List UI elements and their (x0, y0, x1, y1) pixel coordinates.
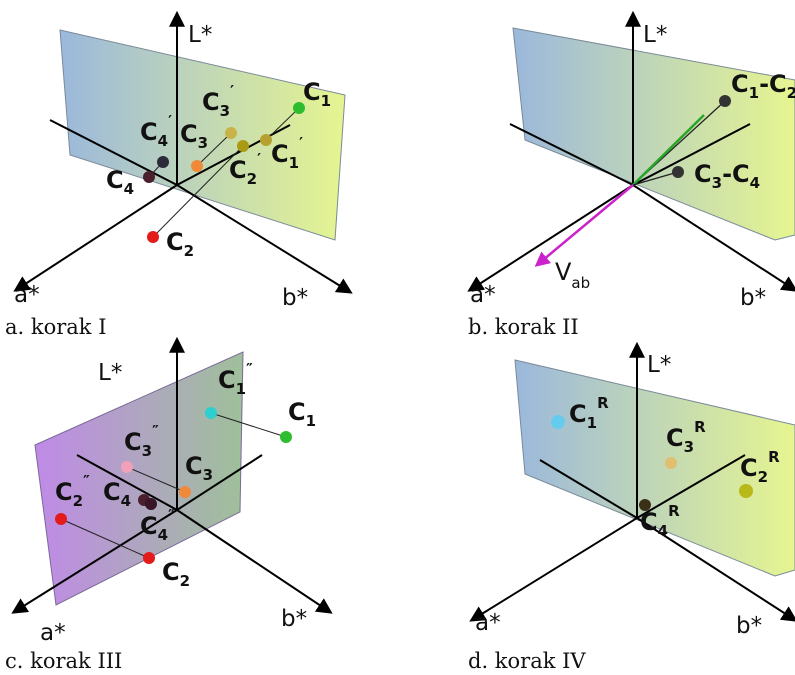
line-c34 (632, 171, 679, 186)
label-c1-prime: C1′ (271, 134, 303, 172)
axis-L-label-a: L* (188, 22, 212, 48)
axis-a-d (469, 517, 638, 622)
point-c1-c (280, 431, 292, 443)
proj-line-c1 (265, 107, 300, 141)
point-c3-dbl (121, 461, 133, 473)
point-c4-prime (157, 156, 169, 168)
label-c3-c4: C3-C4 (694, 160, 760, 192)
point-c1-r (551, 415, 565, 429)
label-c3-c: C3 (185, 452, 213, 484)
axis-b-d (636, 517, 795, 622)
point-c3-prime (225, 127, 237, 139)
axis-back2-b (632, 123, 751, 186)
axis-b-label-c: b* (281, 606, 307, 632)
axis-back-a (49, 119, 178, 186)
point-c1-dbl (205, 407, 217, 419)
axis-b-label-a: b* (282, 285, 308, 311)
axis-b-label-b: b* (740, 285, 766, 311)
point-c1-prime (260, 134, 272, 146)
axis-a-c (11, 509, 178, 614)
point-c2-c (143, 552, 155, 564)
proj-line-c3 (196, 132, 232, 167)
plane-d (514, 359, 795, 577)
label-c4: C4 (106, 166, 134, 198)
label-c3-dbl: C3″ (124, 422, 159, 460)
axis-a-label-d: a* (475, 610, 501, 636)
label-c2-r: C2R (740, 448, 780, 486)
label-c1-r: C1R (569, 394, 609, 432)
label-c1-c: C1 (288, 398, 316, 430)
proj-line-c2-c (60, 518, 150, 559)
plane-a (59, 29, 346, 241)
label-c1-dbl: C1″ (218, 360, 253, 398)
axis-back-b (509, 123, 634, 186)
panel-a: L* a* b* C1 C1′ C2′ C3′ C3 C4′ C4 C2 a. … (5, 10, 353, 339)
point-c4 (143, 171, 155, 183)
caption-a: a. korak I (5, 315, 107, 339)
axis-b-a (176, 184, 353, 294)
proj-line-c3-c (126, 466, 186, 493)
label-c2-dbl: C2″ (55, 472, 90, 510)
axis-a-label-a: a* (14, 282, 40, 308)
axis-back-c (76, 454, 178, 511)
caption-b: b. korak II (468, 315, 579, 339)
label-c4-dbl: C4″ (140, 506, 175, 544)
label-c2-c: C2 (162, 558, 190, 590)
panel-b: L* a* b* C1-C2 C3-C4 Vab b. korak II (467, 10, 795, 339)
point-c2 (147, 231, 159, 243)
axis-a-a (13, 184, 178, 292)
axis-back2-c (176, 454, 263, 511)
vector-vab (534, 184, 634, 267)
label-c4-r: C4R (640, 502, 680, 540)
label-c3: C3 (180, 120, 208, 152)
plane-c (34, 351, 244, 606)
label-c3-r: C3R (666, 418, 706, 456)
label-c2: C2 (166, 228, 194, 260)
panel-d: L* a* b* C1R C3R C2R C4R d. korak IV (468, 341, 795, 673)
point-c4-r (639, 499, 651, 511)
label-c4-c: C4 (103, 478, 131, 510)
label-c1-c2: C1-C2 (731, 70, 795, 102)
axis-a-label-b: a* (470, 282, 496, 308)
axis-L-label-d: L* (647, 352, 671, 378)
label-c4-prime: C4′ (140, 112, 172, 150)
label-c2-prime: C2′ (229, 150, 261, 188)
panel-c: L* a* b* C1″ C1 C3″ C3 C4 C4″ C2″ C2 c. … (5, 336, 333, 673)
axis-b-label-d: b* (736, 613, 762, 639)
point-c3 (191, 160, 203, 172)
point-c1 (293, 102, 305, 114)
axis-b-b (632, 184, 795, 292)
point-c2-prime (237, 140, 249, 152)
axis-back-d (539, 459, 638, 519)
point-c34 (672, 166, 684, 178)
line-green (632, 114, 705, 186)
proj-line-c2 (152, 145, 244, 238)
label-vab: Vab (555, 258, 590, 292)
point-c12 (719, 95, 731, 107)
point-c4-dbl (145, 498, 157, 510)
axis-back2-d (636, 454, 746, 519)
caption-c: c. korak III (5, 649, 122, 673)
axis-b-c (176, 509, 333, 614)
axis-L-label-c: L* (98, 360, 122, 386)
label-c3-prime: C3′ (202, 82, 234, 120)
label-c1: C1 (303, 78, 331, 110)
axis-L-label-b: L* (643, 22, 667, 48)
point-c3-c (179, 486, 191, 498)
plane-b (512, 27, 795, 241)
caption-d: d. korak IV (468, 649, 586, 673)
proj-line-c1-c (210, 412, 287, 438)
axis-a-label-c: a* (40, 620, 66, 646)
point-c2-dbl (55, 513, 67, 525)
axis-a-b (467, 184, 634, 292)
point-c2-r (739, 484, 753, 498)
point-c3-r (665, 457, 677, 469)
